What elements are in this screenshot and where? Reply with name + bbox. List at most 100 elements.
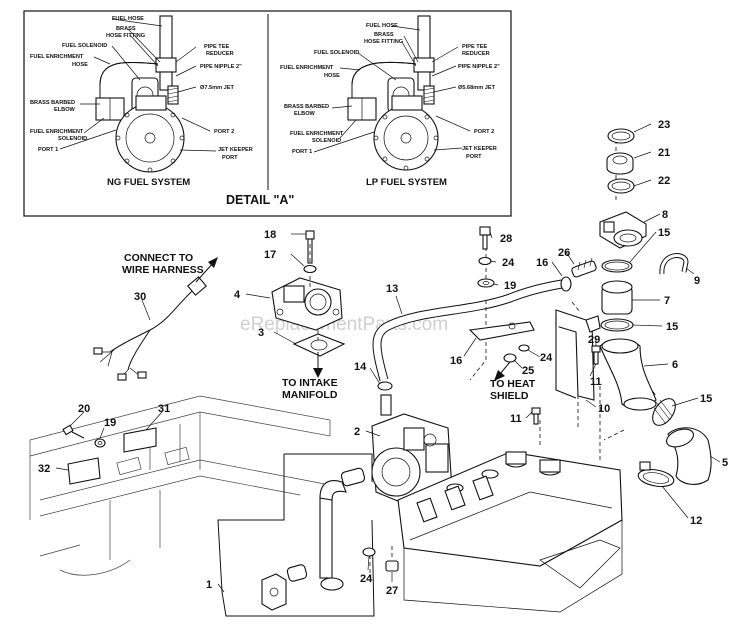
callout-30: 30 — [134, 291, 146, 303]
callout-10: 10 — [598, 403, 610, 415]
callout-7: 7 — [664, 295, 670, 307]
nut-27 — [385, 560, 399, 572]
callout-12: 12 — [690, 515, 702, 527]
callout-19-left: 19 — [104, 417, 116, 429]
callout-3: 3 — [258, 327, 264, 339]
lp-label-fuel-solenoid: FUEL SOLENOID — [314, 50, 359, 56]
clamp-15-top — [601, 259, 633, 273]
callout-21: 21 — [658, 147, 670, 159]
mixer-8 — [599, 211, 647, 249]
callout-11-a: 11 — [590, 376, 602, 388]
ng-label-reducer: REDUCER — [206, 51, 234, 57]
engine-valve-cover — [397, 451, 623, 613]
ng-fuel-system-caption: NG FUEL SYSTEM — [107, 177, 190, 188]
clamp-14 — [377, 381, 393, 391]
callout-5: 5 — [722, 457, 728, 469]
hose-fitting-26 — [571, 257, 597, 278]
ng-fuel-system-drawing: FUEL HOSE BRASS HOSE FITTING FUEL SOLENO… — [30, 15, 253, 188]
nut-24-mid — [518, 344, 530, 352]
lp-label-port-1: PORT 1 — [292, 149, 312, 155]
nut-24-top — [478, 256, 492, 266]
callout-24-top: 24 — [502, 257, 515, 269]
lp-label-elbow: ELBOW — [294, 111, 316, 117]
lp-label-fuel-enrichment-2: FUEL ENRICHMENT — [290, 131, 344, 137]
lp-fuel-system-caption: LP FUEL SYSTEM — [366, 177, 447, 188]
ng-label-port: PORT — [222, 155, 238, 161]
callout-leaders — [55, 123, 721, 593]
washer-19-left — [94, 438, 106, 448]
pipe-assembly-box — [217, 453, 375, 617]
callout-15-top: 15 — [658, 227, 670, 239]
callout-26: 26 — [558, 247, 570, 259]
ng-label-port-2: PORT 2 — [214, 129, 234, 135]
callout-17: 17 — [264, 249, 276, 261]
ng-label-pipe-tee: PIPE TEE — [204, 44, 229, 50]
lp-label-jet-keeper: JET KEEPER — [462, 146, 497, 152]
note-intake-line2: MANIFOLD — [282, 389, 338, 401]
screw-20 — [62, 424, 85, 439]
lp-label-hose: HOSE — [324, 73, 340, 79]
callout-28: 28 — [500, 233, 512, 245]
callout-20: 20 — [78, 403, 90, 415]
ng-label-solenoid: SOLENOID — [58, 136, 87, 142]
lp-label-fuel-hose: FUEL HOSE — [366, 23, 398, 29]
callout-16-top: 16 — [536, 257, 548, 269]
callout-29: 29 — [588, 334, 600, 346]
decal-31 — [123, 427, 157, 453]
heat-shield-arrow — [494, 361, 511, 381]
lp-label-hose-fitting: HOSE FITTING — [364, 39, 403, 45]
callout-2: 2 — [354, 426, 360, 438]
ng-label-jet-keeper: JET KEEPER — [218, 147, 253, 153]
callout-25: 25 — [522, 365, 534, 377]
ng-label-fuel-solenoid: FUEL SOLENOID — [62, 43, 107, 49]
decal-32 — [67, 457, 101, 485]
lp-fuel-system-drawing: FUEL HOSE BRASS HOSE FITTING FUEL SOLENO… — [280, 15, 500, 188]
clamp-15-low — [652, 398, 676, 426]
ng-label-hose: HOSE — [72, 62, 88, 68]
fuel-hose-13 — [372, 279, 563, 382]
callout-16-low: 16 — [450, 355, 462, 367]
callout-14: 14 — [354, 361, 367, 373]
lp-label-jet: Ø5.68mm JET — [458, 85, 496, 91]
callout-32: 32 — [38, 463, 50, 475]
ng-label-brass: BRASS — [116, 26, 136, 32]
note-connect-line2: WIRE HARNESS — [122, 264, 204, 276]
callout-27: 27 — [386, 585, 398, 597]
elbow-5 — [666, 427, 712, 485]
nut-24-bottom — [362, 547, 376, 557]
note-intake-line1: TO INTAKE — [282, 377, 338, 389]
throttle-body — [271, 277, 343, 331]
callout-23: 23 — [658, 119, 670, 131]
intake-arrow — [313, 352, 323, 378]
callout-13: 13 — [386, 283, 398, 295]
ng-label-elbow: ELBOW — [54, 107, 76, 113]
lp-label-reducer: REDUCER — [462, 51, 490, 57]
ng-label-fuel-enrichment: FUEL ENRICHMENT — [30, 54, 84, 60]
fuel-regulator — [371, 394, 453, 507]
callout-18: 18 — [264, 229, 276, 241]
ng-label-brass-barbed: BRASS BARBED — [30, 100, 75, 106]
sleeve-7 — [601, 280, 633, 315]
assembly-dashed-lines — [309, 140, 657, 578]
notes: CONNECT TO WIRE HARNESS TO INTAKE MANIFO… — [122, 252, 536, 402]
ng-label-fuel-hose: FUEL HOSE — [112, 16, 144, 22]
o-ring-23 — [607, 128, 635, 144]
lp-label-port-2: PORT 2 — [474, 129, 494, 135]
ng-label-pipe-nipple: PIPE NIPPLE 2" — [200, 64, 242, 70]
ng-label-hose-fitting: HOSE FITTING — [106, 33, 145, 39]
callout-31: 31 — [158, 403, 170, 415]
elbow-hose-6 — [599, 338, 657, 411]
lp-label-solenoid: SOLENOID — [312, 138, 341, 144]
clamp-15-mid — [600, 318, 634, 332]
lp-label-fuel-enrichment: FUEL ENRICHMENT — [280, 65, 334, 71]
ng-label-fuel-enrichment-2: FUEL ENRICHMENT — [30, 129, 84, 135]
wire-harness — [93, 276, 207, 381]
callout-9: 9 — [694, 275, 700, 287]
clamp-16 — [560, 276, 572, 292]
generator-frame — [29, 395, 331, 576]
callout-6: 6 — [672, 359, 678, 371]
note-heat-line2: SHIELD — [490, 390, 529, 402]
seal-21 — [606, 152, 634, 175]
callout-4: 4 — [234, 289, 241, 301]
